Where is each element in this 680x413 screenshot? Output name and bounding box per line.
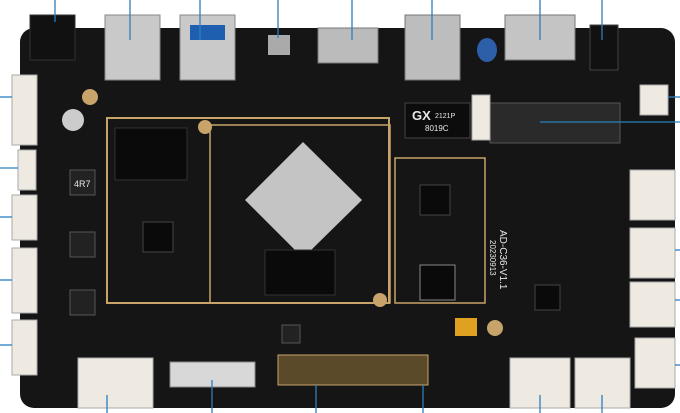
usb-port-2 [179,14,236,81]
emmc-chip [114,127,188,181]
ram-chip [264,249,336,296]
wifi-chip [419,184,451,216]
mount-hole [373,293,387,307]
transformer-code2: 8019C [425,124,449,133]
dc-jack [29,14,76,61]
usb3-tongue [190,25,225,40]
mount-hole [487,320,503,336]
usb-port-1 [104,14,161,81]
board-model: AD-C36-V1.1 [497,230,508,290]
m2-slot [489,102,621,144]
audio-chip [419,264,456,301]
transformer-brand: GX [412,108,431,123]
power-button [268,35,290,55]
capacitor-electrolytic [62,109,84,131]
ethernet-transformer [404,102,471,139]
inductors [69,169,301,344]
tantalum-cap [455,318,477,336]
gpio-header [277,354,429,386]
som-inner-outline [209,124,391,304]
jst-connectors [11,74,676,409]
mount-hole [82,89,98,105]
wifi-outline [394,157,486,304]
soc-heatspreader [245,142,362,258]
audio-jack [589,24,619,71]
mount-hole [198,120,212,134]
pcb-board [20,28,675,408]
codec-chip [534,284,561,311]
pmic-chip [142,221,174,253]
transformer-code1: 2121P [435,113,456,120]
inductor-label: 4R7 [74,179,91,189]
capacitor-blue [477,38,497,62]
sd-card-slot [317,27,379,64]
board-date: 20230913 [488,240,497,276]
